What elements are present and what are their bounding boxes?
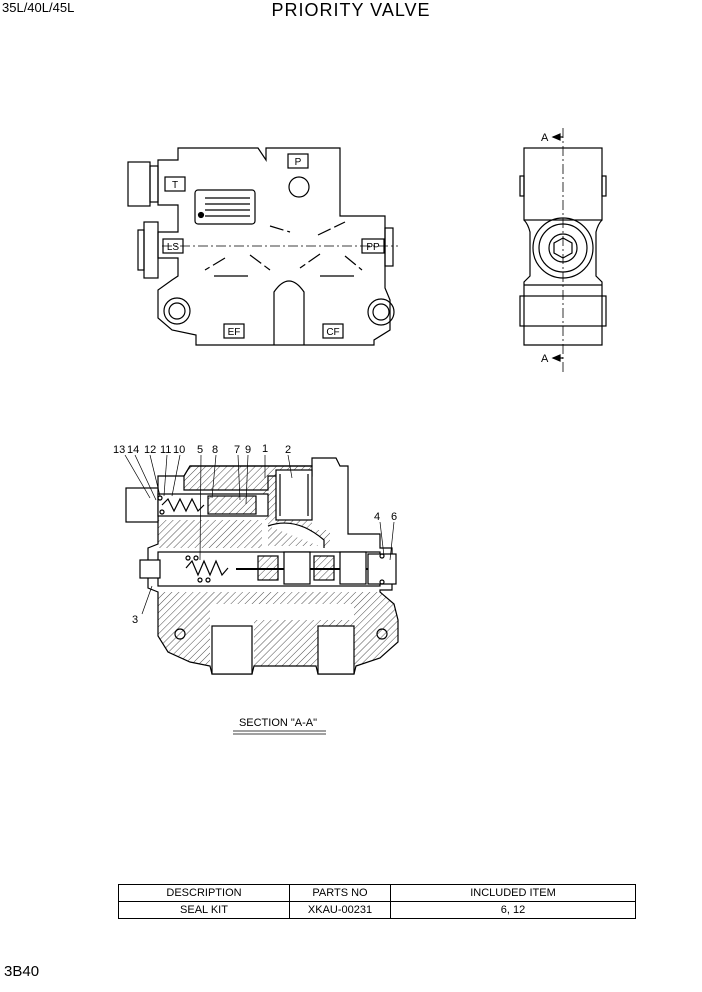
side-view xyxy=(519,128,607,372)
page-title: PRIORITY VALVE xyxy=(271,0,431,20)
port-t-label: T xyxy=(172,180,178,191)
callout-9: 9 xyxy=(245,444,251,456)
section-view xyxy=(124,454,399,675)
callout-6: 6 xyxy=(391,511,397,523)
callout-10: 10 xyxy=(173,444,185,456)
cell-description: SEAL KIT xyxy=(118,901,290,919)
callout-7: 7 xyxy=(234,444,240,456)
callout-5: 5 xyxy=(197,444,203,456)
port-pp-label: PP xyxy=(366,242,380,253)
callout-11: 11 xyxy=(160,444,171,456)
callout-8: 8 xyxy=(212,444,218,456)
callout-13: 13 xyxy=(113,444,125,456)
parts-table: DESCRIPTION PARTS NO INCLUDED ITEM SEAL … xyxy=(118,884,636,919)
port-cf-label: CF xyxy=(326,327,339,338)
table-row: SEAL KIT XKAU-00231 6, 12 xyxy=(118,901,636,919)
table-header-row: DESCRIPTION PARTS NO INCLUDED ITEM xyxy=(118,884,636,902)
callout-12: 12 xyxy=(144,444,156,456)
callout-3: 3 xyxy=(132,614,138,626)
top-view xyxy=(127,147,398,346)
callout-4: 4 xyxy=(374,511,380,523)
model-label: 35L/40L/45L xyxy=(2,0,75,15)
section-mark-top: A xyxy=(541,132,549,144)
page-code: 3B40 xyxy=(4,963,40,980)
section-caption: SECTION "A-A" xyxy=(239,717,317,729)
cell-parts-no: XKAU-00231 xyxy=(289,901,391,919)
header-included-item: INCLUDED ITEM xyxy=(390,884,636,902)
section-mark-bottom: A xyxy=(541,353,549,365)
callout-14: 14 xyxy=(127,444,139,456)
callout-2: 2 xyxy=(285,444,291,456)
header-description: DESCRIPTION xyxy=(118,884,290,902)
cell-included-item: 6, 12 xyxy=(390,901,636,919)
port-p-label: P xyxy=(295,157,302,168)
callout-1: 1 xyxy=(262,443,268,455)
port-ef-label: EF xyxy=(228,327,241,338)
port-ls-label: LS xyxy=(167,242,180,253)
header-parts-no: PARTS NO xyxy=(289,884,391,902)
